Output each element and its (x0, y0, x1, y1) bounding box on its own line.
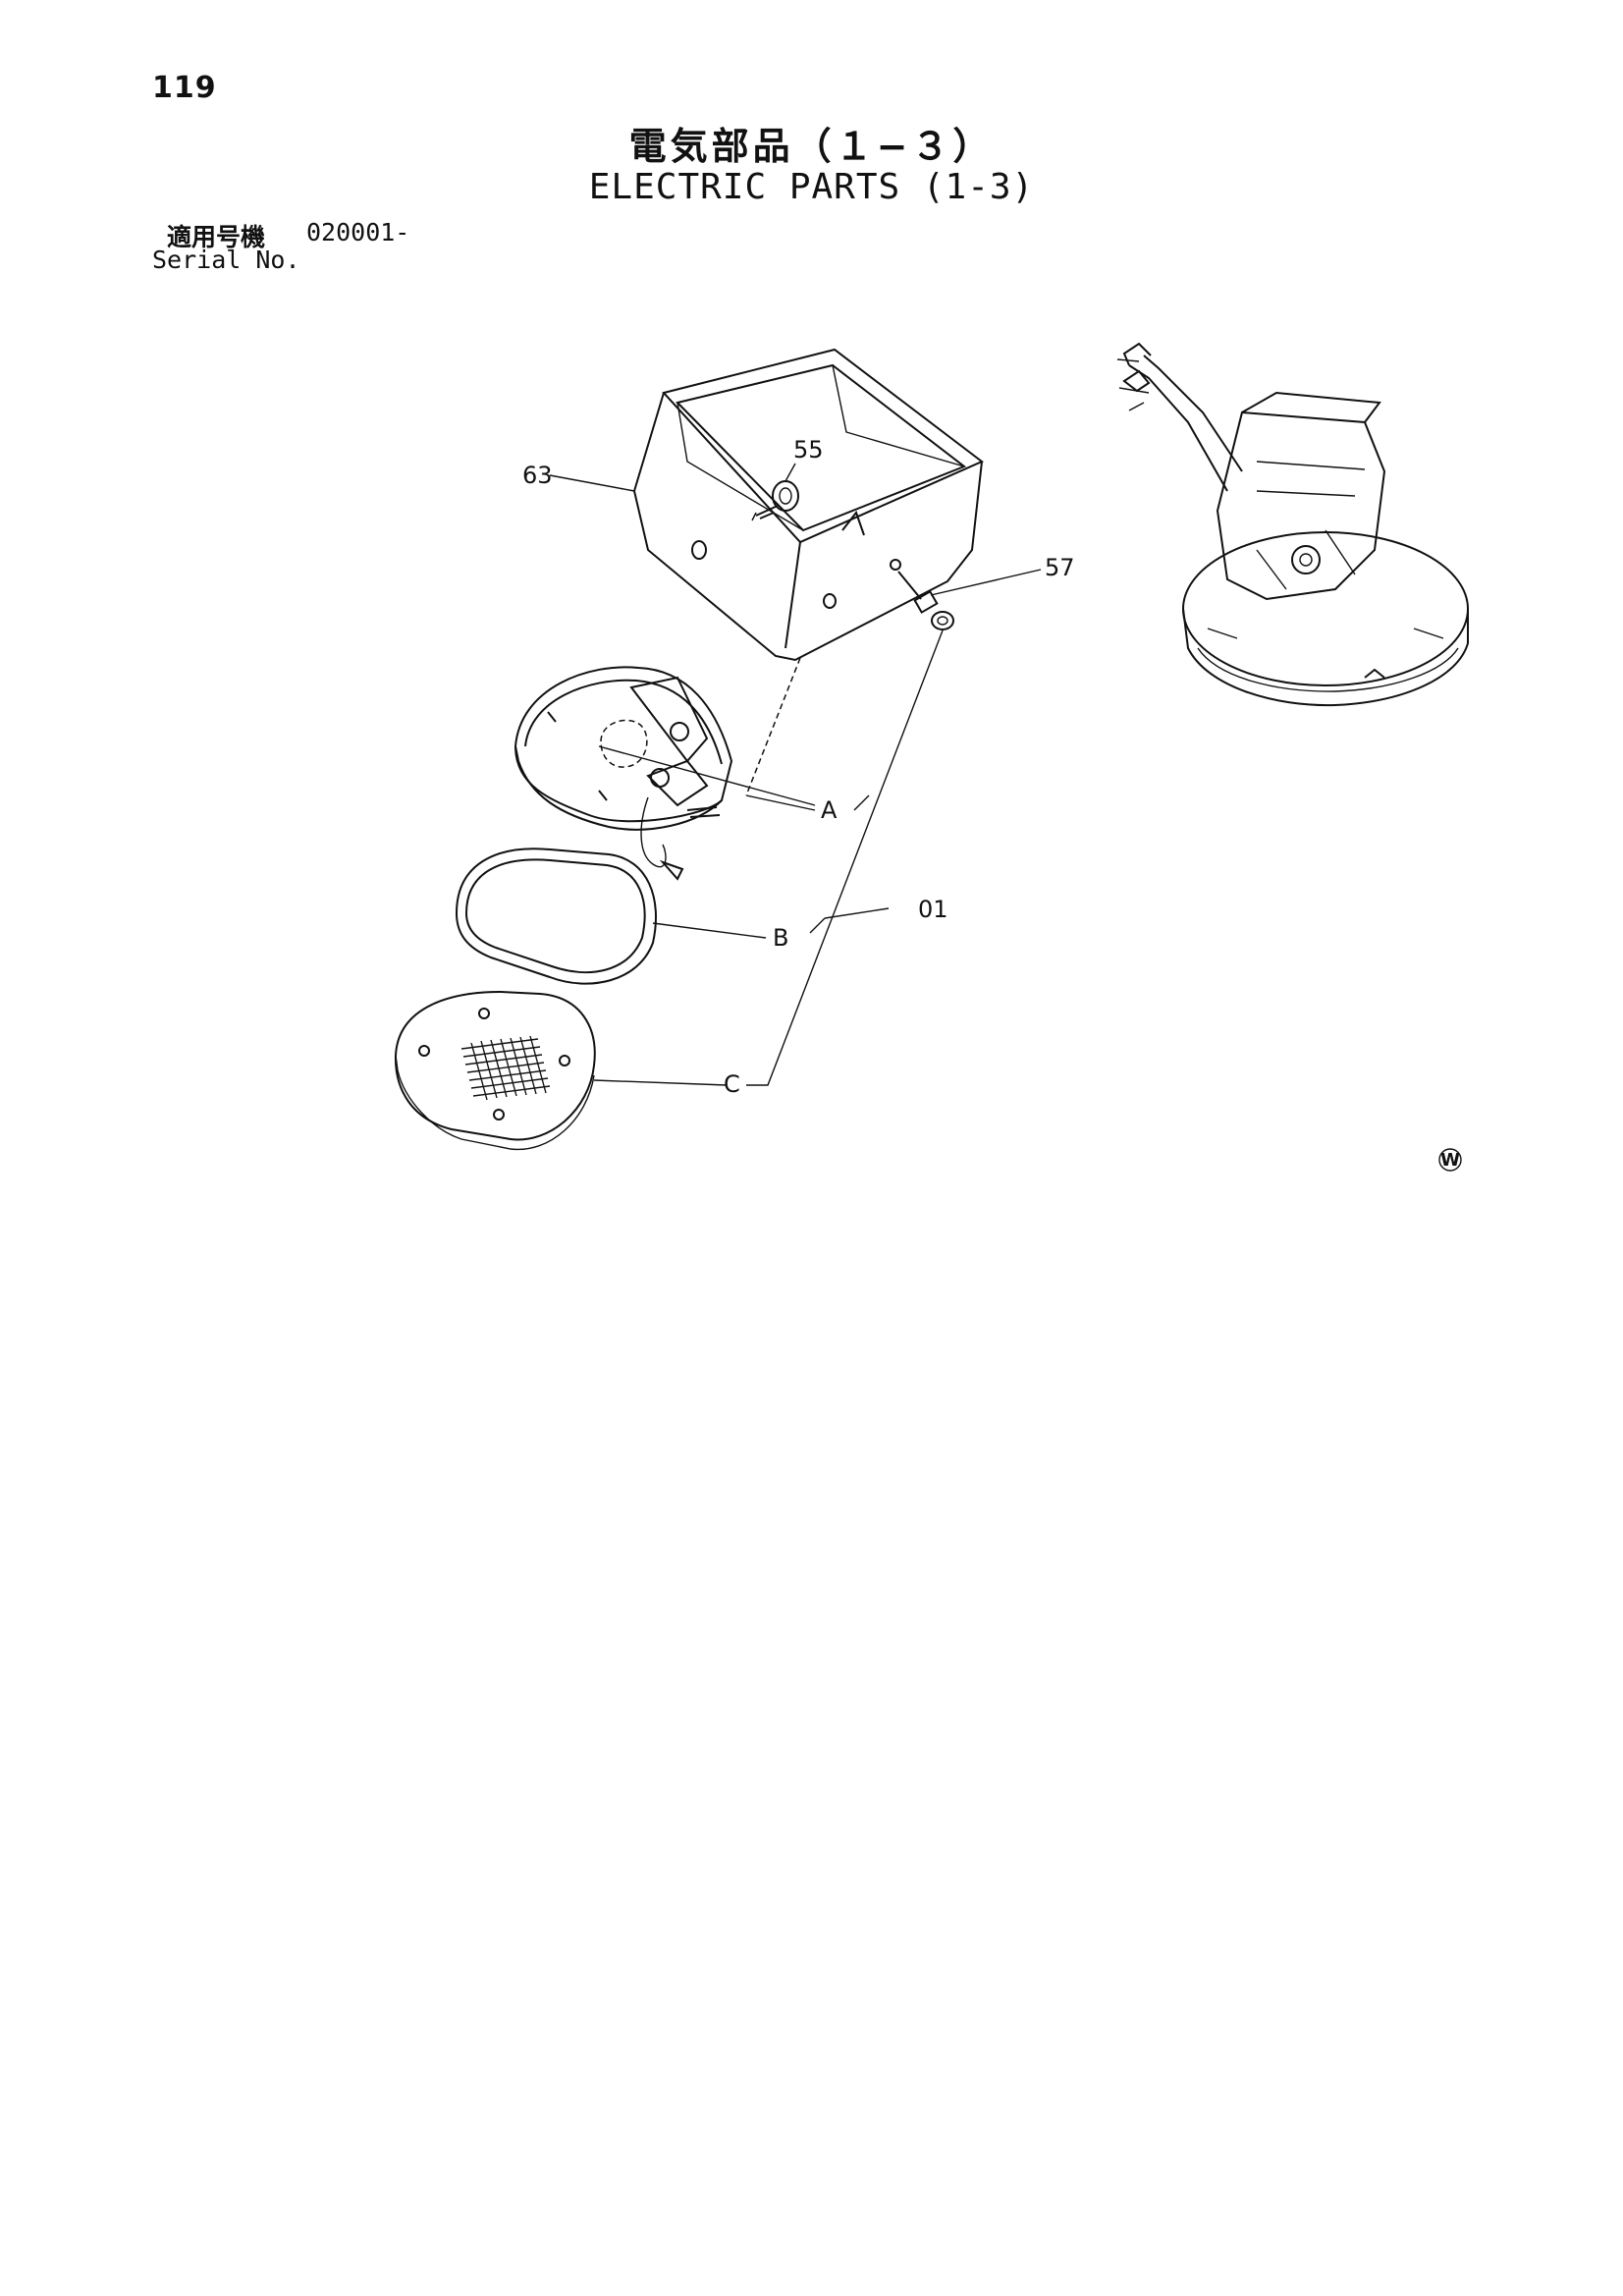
leader-lines (549, 463, 1042, 1086)
serial-label-japanese: 適用号機 (167, 223, 266, 251)
callout-c: C (724, 1070, 740, 1098)
component-b-gasket (455, 847, 657, 985)
callout-57: 57 (1045, 554, 1075, 581)
page-title-english: ELECTRIC PARTS (1-3) (588, 167, 1035, 207)
part-63-lamp-housing (633, 348, 984, 662)
lens-grid (460, 1035, 551, 1101)
part-57-connector (897, 571, 954, 630)
callout-b: B (773, 924, 788, 952)
callout-a: A (821, 796, 838, 824)
circled-w-mark: W (1438, 1148, 1462, 1172)
callout-55: 55 (793, 436, 824, 464)
page-title-japanese: 電気部品（１−３） (628, 125, 995, 168)
page-number: 119 (152, 71, 217, 105)
serial-number-value: 020001- (306, 218, 410, 246)
serial-label-english: Serial No. (152, 246, 300, 274)
component-a-lamp-assembly (514, 666, 816, 881)
machine-overview-illustration (1116, 342, 1469, 707)
component-c-lens-cover (394, 990, 596, 1151)
callout-63: 63 (522, 462, 553, 489)
callout-01: 01 (918, 896, 948, 923)
circled-w-letter: W (1440, 1150, 1460, 1171)
